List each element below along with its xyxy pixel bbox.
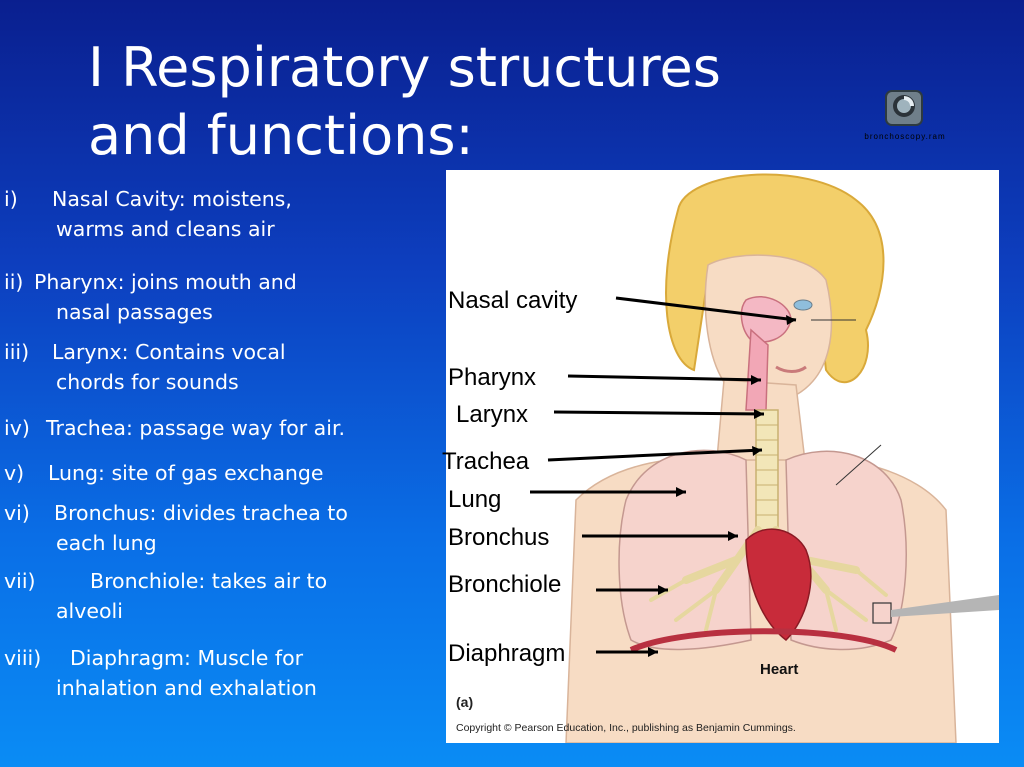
- right-lung: [785, 450, 907, 651]
- bullet-number: ii): [4, 270, 24, 294]
- label-trachea: Trachea: [442, 448, 530, 475]
- bullet-text-line2: nasal passages: [56, 300, 213, 324]
- bullet-list: i) Nasal Cavity: moistens, warms and clea…: [0, 0, 440, 767]
- bullet-number: iii): [4, 340, 30, 364]
- logo-caption: bronchoscopy.ram: [864, 132, 946, 141]
- bronchoscopy-logo-icon: [885, 90, 923, 126]
- bullet-number: v): [4, 461, 25, 485]
- bullet-text-line1: Diaphragm: Muscle for: [70, 646, 304, 670]
- label-nasal-cavity: Nasal cavity: [448, 287, 578, 314]
- diaphragm: [629, 628, 898, 653]
- bullet-text-line2: each lung: [56, 531, 157, 555]
- respiratory-anatomy-figure: Nasal cavity Pharynx Larynx Trachea Lung…: [442, 170, 999, 743]
- bullet-item-nasal-cavity: i) Nasal Cavity: moistens, warms and clea…: [4, 184, 292, 244]
- label-pharynx: Pharynx: [448, 364, 537, 391]
- bullet-number: vi): [4, 501, 30, 525]
- bullet-text-line1: Bronchiole: takes air to: [90, 569, 328, 593]
- label-lung: Lung: [448, 486, 502, 513]
- bullet-number: i): [4, 187, 18, 211]
- bullet-item-lung: v) Lung: site of gas exchange: [4, 458, 324, 488]
- heart: [745, 528, 812, 641]
- bullet-text-line2: warms and cleans air: [56, 217, 275, 241]
- bullet-text-line1: Pharynx: joins mouth and: [34, 270, 297, 294]
- label-heart: Heart: [760, 661, 799, 678]
- bullet-text-line1: Bronchus: divides trachea to: [54, 501, 348, 525]
- bullet-item-trachea: iv) Trachea: passage way for air.: [4, 413, 345, 443]
- bullet-item-bronchus: vi) Bronchus: divides trachea to each lun…: [4, 498, 348, 558]
- bullet-text-line1: Nasal Cavity: moistens,: [52, 187, 292, 211]
- bullet-number: iv): [4, 416, 30, 440]
- bronchoscopy-media-link[interactable]: bronchoscopy.ram: [850, 88, 960, 148]
- bullet-text-line1: Lung: site of gas exchange: [48, 461, 324, 485]
- inset-connector: [891, 595, 999, 617]
- slide-title-line2: and functions:: [88, 104, 474, 167]
- label-bronchus: Bronchus: [448, 524, 550, 551]
- anatomy-illustration: [530, 173, 999, 743]
- bullet-text-line2: inhalation and exhalation: [56, 676, 317, 700]
- bullet-number: vii): [4, 569, 36, 593]
- label-larynx: Larynx: [456, 401, 529, 428]
- bullet-item-larynx: iii) Larynx: Contains vocal chords for so…: [4, 337, 286, 397]
- slide-title: I Respiratory structures and functions:: [88, 34, 888, 170]
- bullet-text-line1: Trachea: passage way for air.: [46, 416, 346, 440]
- bullet-item-bronchiole: vii) Bronchiole: takes air to alveoli: [4, 566, 327, 626]
- copyright-text: Copyright © Pearson Education, Inc., pub…: [456, 722, 796, 734]
- bullet-text-line2: alveoli: [56, 599, 123, 623]
- bronchioles: [649, 568, 888, 632]
- bullet-number: viii): [4, 646, 42, 670]
- left-lung: [618, 449, 752, 651]
- bullet-text-line2: chords for sounds: [56, 370, 239, 394]
- bullet-text-line1: Larynx: Contains vocal: [52, 340, 286, 364]
- slide-title-line1: I Respiratory structures: [88, 36, 721, 99]
- label-diaphragm: Diaphragm: [448, 640, 566, 667]
- label-bronchiole: Bronchiole: [448, 571, 562, 598]
- panel-label: (a): [456, 694, 474, 710]
- bullet-item-pharynx: ii) Pharynx: joins mouth and nasal passag…: [4, 267, 297, 327]
- nasal-cavity: [740, 296, 792, 343]
- bullet-item-diaphragm: viii) Diaphragm: Muscle for inhalation an…: [4, 643, 317, 703]
